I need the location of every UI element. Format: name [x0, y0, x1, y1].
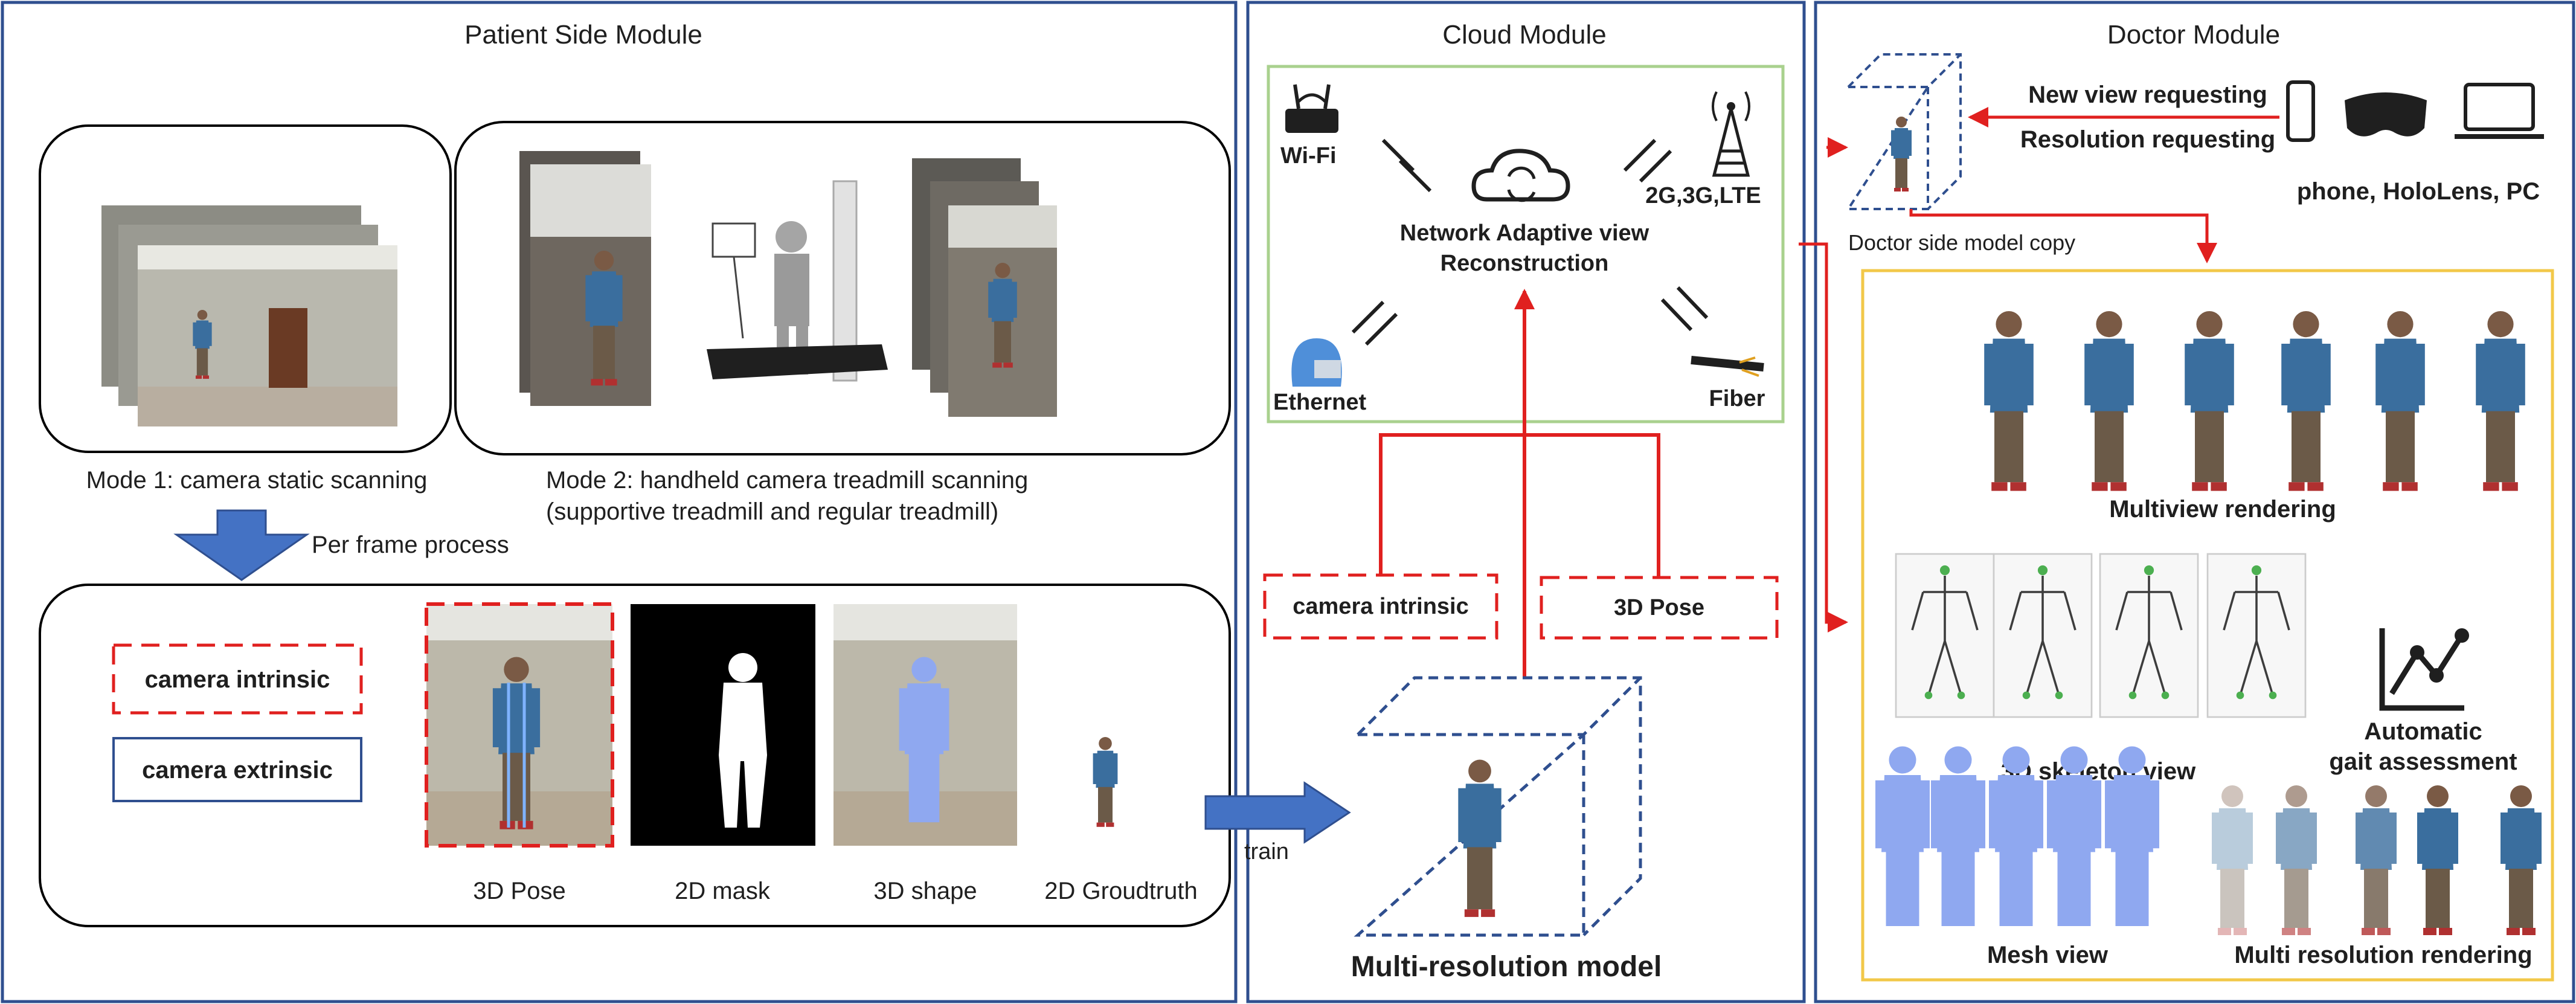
copy-to-render-arrow [1909, 209, 2217, 263]
mask-image [631, 604, 815, 846]
multires-label: Multi resolution rendering [2234, 942, 2532, 968]
pose-image-highlight [425, 602, 614, 848]
resolution-request-label: Resolution requesting [2020, 126, 2275, 153]
regular-treadmill-frames [912, 158, 1057, 417]
laptop-icon [2455, 83, 2544, 139]
hololens-icon [2345, 92, 2427, 137]
mode1-box [39, 124, 452, 453]
output-label-shape: 3D shape [873, 878, 977, 904]
mode2-box [454, 121, 1231, 455]
camera-intrinsic-label: camera intrinsic [145, 666, 330, 693]
output-label-groundtruth: 2D Groudtruth [1044, 878, 1197, 904]
cloud-to-doctor-arrow [1799, 242, 1848, 632]
mode2-caption-line2: (supportive treadmill and regular treadm… [546, 498, 998, 525]
camera-intrinsic-box [112, 643, 363, 715]
multi-resolution-model-cube [1354, 676, 1642, 937]
gait-label-line2: gait assessment [2329, 748, 2517, 775]
train-arrow [1204, 781, 1351, 844]
handheld-scan-frames [519, 151, 651, 406]
wifi-router-icon [1285, 84, 1338, 133]
groundtruth-image [1093, 737, 1118, 827]
wifi-link-icon [1381, 138, 1432, 193]
wifi-label: Wi-Fi [1280, 143, 1337, 169]
ethernet-label: Ethernet [1273, 390, 1366, 415]
cloud-pose-label: 3D Pose [1614, 595, 1704, 620]
skeleton-views [1895, 553, 2307, 718]
cellular-label: 2G,3G,LTE [1645, 183, 1761, 208]
supportive-treadmill-illustration [707, 180, 888, 382]
static-scan-frames [101, 205, 397, 426]
phone-icon [2286, 80, 2315, 142]
render-outputs-box [1861, 269, 2554, 982]
fiber-label: Fiber [1709, 386, 1765, 411]
model-copy-label: Doctor side model copy [1848, 230, 2075, 255]
patient-module-title: Patient Side Module [464, 20, 702, 50]
mode1-caption: Mode 1: camera static scanning [86, 467, 428, 494]
camera-extrinsic-box [112, 737, 362, 802]
inputs-connector [1379, 433, 1660, 578]
multi-resolution-renders [2212, 785, 2542, 935]
output-label-mask: 2D mask [675, 878, 771, 904]
doctor-module-title: Doctor Module [2107, 20, 2280, 50]
fiber-cable-icon [1691, 356, 1764, 377]
pose-image [426, 604, 612, 846]
cellular-link-icon [1623, 138, 1672, 183]
per-frame-box [39, 584, 1231, 927]
fiber-link-icon [1660, 286, 1709, 332]
new-view-request-label: New view requesting [2028, 82, 2267, 108]
cloud-sync-icon [1471, 149, 1570, 202]
doctor-module-panel [1814, 1, 2575, 1003]
camera-extrinsic-label: camera extrinsic [142, 757, 333, 784]
gait-label-line1: Automatic [2364, 718, 2482, 745]
cloud-module-panel [1246, 1, 1806, 1003]
multiview-label: Multiview rendering [2109, 496, 2336, 523]
ethernet-cable-icon [1291, 338, 1342, 387]
patient-module-panel [1, 1, 1238, 1003]
ethernet-link-icon [1351, 300, 1398, 346]
reconstruction-label-line1: Network Adaptive view [1400, 220, 1649, 246]
multi-resolution-model-label: Multi-resolution model [1351, 951, 1662, 983]
mesh-label: Mesh view [1987, 942, 2109, 968]
devices-label: phone, HoloLens, PC [2297, 178, 2540, 205]
per-frame-process-label: Per frame process [312, 532, 509, 558]
train-label: train [1244, 839, 1289, 864]
cloud-module-title: Cloud Module [1442, 20, 1607, 50]
multiview-renders [1984, 311, 2525, 491]
output-label-pose: 3D Pose [473, 878, 565, 904]
reconstruction-label-line2: Reconstruction [1441, 251, 1609, 276]
mode2-caption-line1: Mode 2: handheld camera treadmill scanni… [546, 467, 1028, 494]
cloud-camera-intrinsic-label: camera intrinsic [1293, 594, 1468, 619]
shape-image [834, 604, 1017, 846]
per-frame-process-arrow [173, 509, 310, 581]
gait-chart-icon [2379, 628, 2469, 711]
doctor-model-copy-cube [1846, 53, 1962, 210]
cell-tower-icon [1712, 91, 1750, 177]
